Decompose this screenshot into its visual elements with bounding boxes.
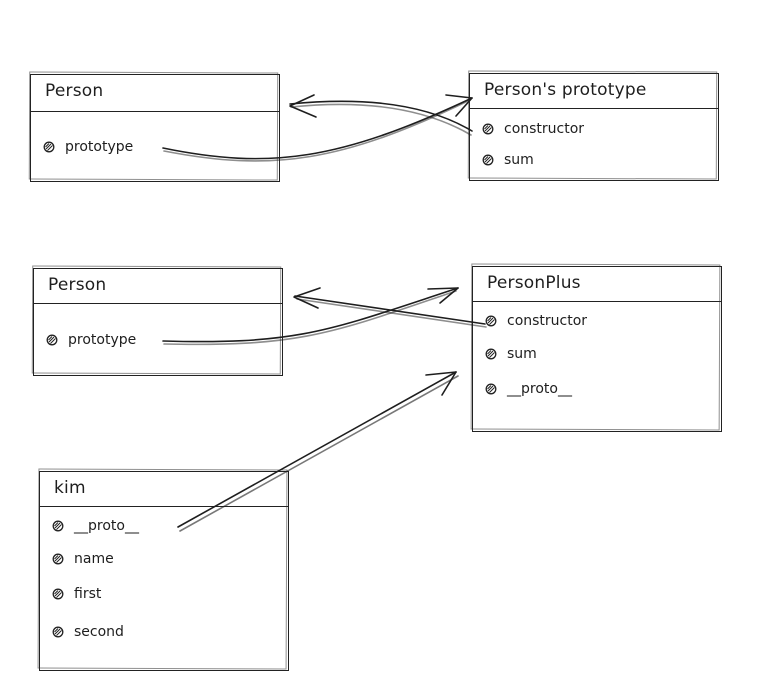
field-row: second: [52, 622, 124, 642]
field-label: first: [74, 586, 102, 602]
hatched-circle-icon: [485, 348, 497, 360]
arrow-head-icon: [425, 371, 457, 396]
field-label: prototype: [68, 332, 137, 348]
hatched-circle-icon: [52, 553, 64, 565]
field-row: first: [52, 584, 101, 604]
kim-box[interactable]: kim __proto__ name first second: [39, 471, 289, 671]
hatched-circle-icon: [52, 588, 64, 600]
box-divider: [40, 506, 288, 507]
field-row: name: [52, 549, 114, 569]
field-label: name: [74, 551, 114, 567]
arrow-personplus-constructor-to-person: [293, 287, 487, 328]
field-row: sum: [485, 344, 537, 364]
hatched-circle-icon: [482, 154, 494, 166]
field-label: constructor: [507, 313, 588, 329]
hatched-circle-icon: [46, 334, 58, 346]
arrow-head-icon: [293, 287, 321, 309]
hatched-circle-icon: [52, 520, 64, 532]
person-box-middle[interactable]: Person prototype: [33, 268, 283, 376]
box-divider: [470, 108, 718, 109]
field-label: second: [74, 624, 124, 640]
field-row: prototype: [46, 330, 136, 350]
hatched-circle-icon: [485, 315, 497, 327]
arrow-head-icon: [427, 287, 459, 304]
field-label: sum: [504, 152, 534, 168]
hatched-circle-icon: [485, 383, 497, 395]
arrow-constructor-to-person: [289, 94, 473, 136]
person-prototype-box[interactable]: Person's prototype constructor sum: [469, 73, 719, 181]
box-title: PersonPlus: [487, 273, 581, 293]
box-divider: [34, 303, 282, 304]
field-label: constructor: [504, 121, 585, 137]
field-row: sum: [482, 150, 534, 170]
hatched-circle-icon: [52, 626, 64, 638]
person-box-top[interactable]: Person prototype: [30, 74, 280, 182]
personplus-box[interactable]: PersonPlus constructor sum __proto__: [472, 266, 722, 432]
arrow-head-icon: [289, 94, 317, 118]
hatched-circle-icon: [482, 123, 494, 135]
box-title: Person: [45, 81, 104, 101]
field-label: sum: [507, 346, 537, 362]
field-row: constructor: [485, 311, 587, 331]
field-row: prototype: [43, 137, 133, 157]
hatched-circle-icon: [43, 141, 55, 153]
box-title: kim: [54, 478, 86, 498]
box-divider: [473, 301, 721, 302]
field-label: prototype: [65, 139, 134, 155]
field-row: __proto__: [52, 516, 139, 536]
field-label: __proto__: [507, 381, 572, 397]
box-title: Person's prototype: [484, 80, 647, 100]
box-title: Person: [48, 275, 107, 295]
field-row: constructor: [482, 119, 584, 139]
field-row: __proto__: [485, 379, 572, 399]
box-divider: [31, 111, 279, 112]
field-label: __proto__: [74, 518, 139, 534]
